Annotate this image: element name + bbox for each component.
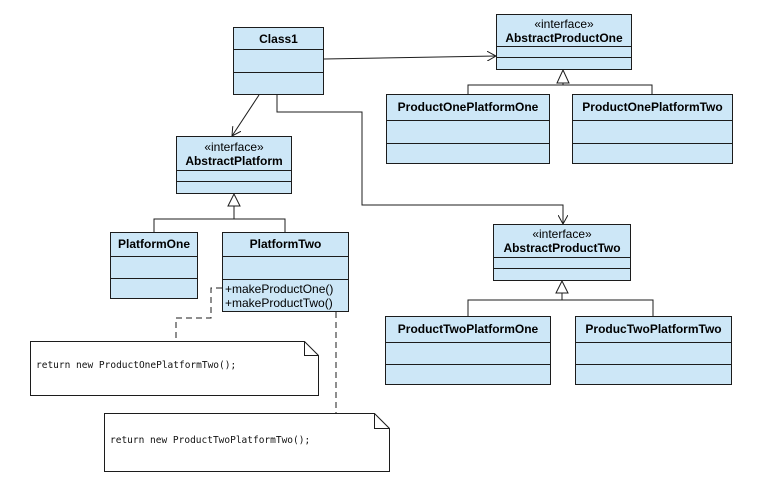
class-header: PlatformTwo <box>223 233 348 257</box>
operations-section: +makeProductOne() +makeProductTwo() <box>223 280 348 311</box>
class-name: ProductOnePlatformOne <box>397 100 539 114</box>
class-header: «interface» AbstractPlatform <box>177 137 291 171</box>
attributes-section <box>234 50 323 73</box>
interface-abstractproductone[interactable]: «interface» AbstractProductOne <box>496 14 632 70</box>
interface-abstractproducttwo[interactable]: «interface» AbstractProductTwo <box>493 224 631 281</box>
class-header: ProducTwoPlatformTwo <box>576 317 731 343</box>
operations-section <box>573 144 732 163</box>
generalization-product-two <box>467 299 654 316</box>
class-name: Class1 <box>259 32 298 46</box>
class-name: ProductOnePlatformTwo <box>582 100 723 114</box>
attributes-section <box>177 171 291 182</box>
note-shape <box>30 341 319 396</box>
note-text: return new ProductTwoPlatformTwo(); <box>110 435 311 446</box>
attributes-section <box>576 343 731 365</box>
stereotype-label: «interface» <box>534 17 594 31</box>
note-text: return new ProductOnePlatformTwo(); <box>36 360 237 371</box>
operation-make-product-one[interactable]: +makeProductOne() <box>225 282 334 296</box>
attributes-section <box>573 121 732 144</box>
class-name: PlatformOne <box>117 237 190 251</box>
class-name: ProducTwoPlatformTwo <box>585 322 722 336</box>
association-class1-abstractproducttwo <box>276 95 563 224</box>
attributes-section <box>497 47 631 58</box>
class-header: ProductOnePlatformOne <box>387 95 549 121</box>
class-name: PlatformTwo <box>249 237 322 251</box>
operations-section <box>387 144 549 163</box>
association-class1-abstractproductone <box>323 56 496 59</box>
class-name: ProductTwoPlatformOne <box>397 322 539 336</box>
class-header: Class1 <box>234 28 323 50</box>
attributes-section <box>223 257 348 280</box>
class-header: ProductTwoPlatformOne <box>386 317 550 343</box>
class-name: AbstractPlatform <box>185 154 283 168</box>
class-platformtwo[interactable]: PlatformTwo +makeProductOne() +makeProdu… <box>222 232 349 312</box>
generalization-product-one <box>467 84 653 94</box>
interface-abstractplatform[interactable]: «interface» AbstractPlatform <box>176 136 292 194</box>
class-name: AbstractProductOne <box>505 31 623 45</box>
class-header: «interface» AbstractProductOne <box>497 15 631 47</box>
note-link-one <box>175 287 222 341</box>
class-productoneplatformone[interactable]: ProductOnePlatformOne <box>386 94 550 164</box>
class-producttwoplatformone[interactable]: ProductTwoPlatformOne <box>385 316 551 385</box>
generalization-triangle-product-two <box>555 279 569 294</box>
attributes-section <box>494 258 630 269</box>
class-name: AbstractProductTwo <box>503 241 621 255</box>
class-platformone[interactable]: PlatformOne <box>110 232 198 299</box>
generalization-triangle-platform <box>227 192 241 207</box>
attributes-section <box>111 257 197 279</box>
class-class1[interactable]: Class1 <box>233 27 324 95</box>
operations-section <box>576 365 731 384</box>
operations-section <box>234 73 323 94</box>
class-header: PlatformOne <box>111 233 197 257</box>
operations-section <box>111 279 197 298</box>
class-header: ProductOnePlatformTwo <box>573 95 732 121</box>
generalization-triangle-product-one <box>556 68 570 84</box>
operations-section <box>386 365 550 384</box>
stereotype-label: «interface» <box>204 140 264 154</box>
stereotype-label: «interface» <box>532 227 592 241</box>
class-productoneplatformtwo[interactable]: ProductOnePlatformTwo <box>572 94 733 164</box>
note-make-product-two[interactable]: return new ProductTwoPlatformTwo(); <box>104 413 390 472</box>
operations-section <box>494 269 630 280</box>
attributes-section <box>386 343 550 365</box>
association-class1-abstractplatform <box>232 94 260 136</box>
operations-section <box>177 182 291 193</box>
operations-section <box>497 58 631 69</box>
attributes-section <box>387 121 549 144</box>
operation-make-product-two[interactable]: +makeProductTwo() <box>225 296 333 310</box>
class-header: «interface» AbstractProductTwo <box>494 225 630 258</box>
generalization-platforms <box>153 218 286 232</box>
note-shape <box>104 413 390 472</box>
class-productwoplatformtwo[interactable]: ProducTwoPlatformTwo <box>575 316 732 385</box>
note-make-product-one[interactable]: return new ProductOnePlatformTwo(); <box>30 341 319 396</box>
